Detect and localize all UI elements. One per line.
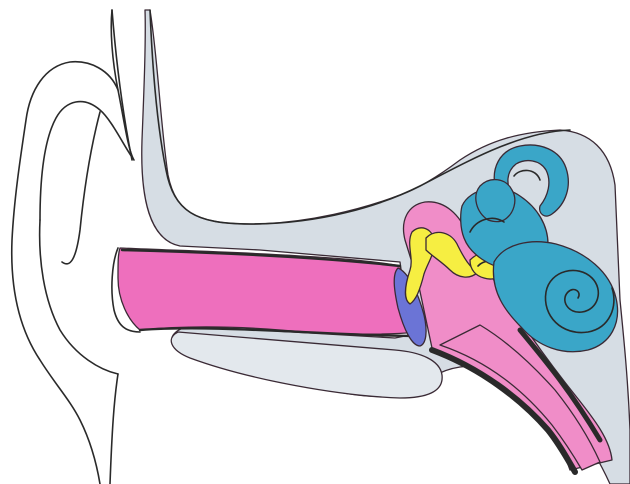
semicircular-canal-loop-2 — [476, 180, 515, 222]
